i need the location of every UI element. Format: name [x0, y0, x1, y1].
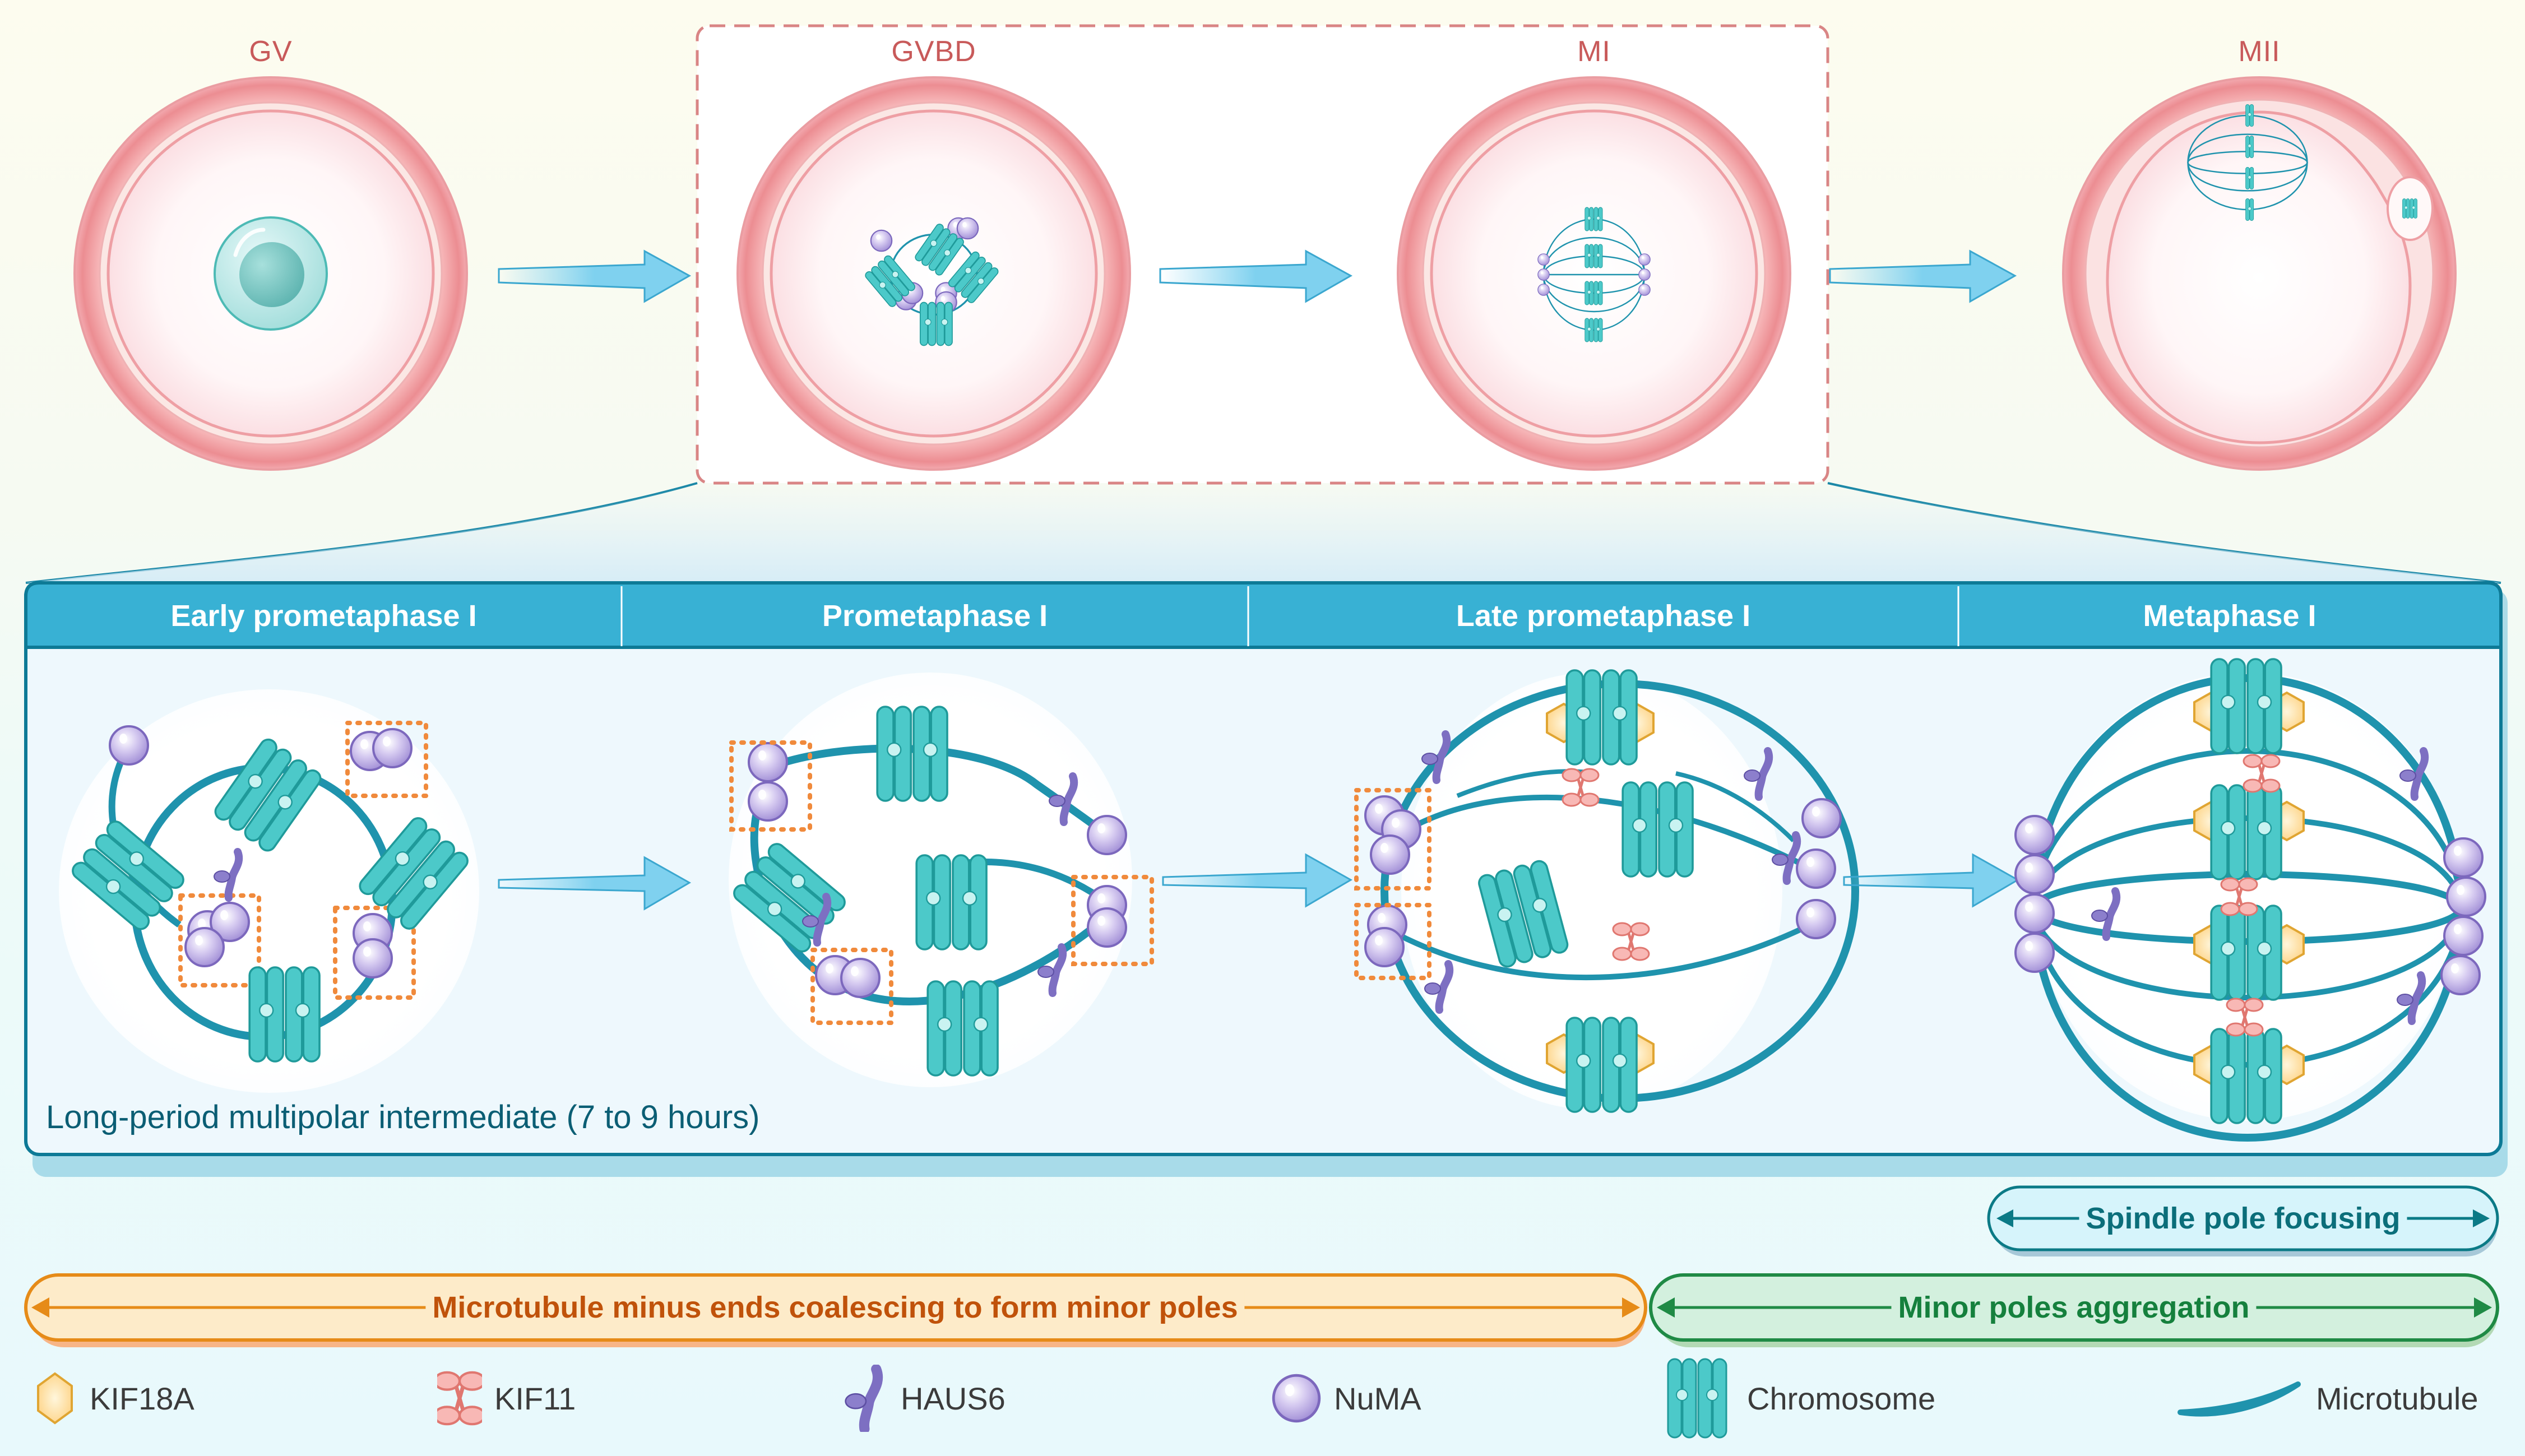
legend-label-microtubule: Microtubule: [2316, 1380, 2478, 1416]
phase-header-late-prometaphase: Late prometaphase I: [1456, 599, 1751, 633]
zoom-connector-right: [1827, 482, 2501, 584]
microtubule-icon: [2177, 1381, 2301, 1417]
multipolar-caption: Long-period multipolar intermediate (7 t…: [46, 1099, 760, 1135]
legend-label-kif11: KIF11: [494, 1380, 576, 1416]
minus-ends-label: Microtubule minus ends coalescing to for…: [425, 1290, 1245, 1325]
legend-item-kif11: KIF11: [437, 1367, 576, 1429]
legend-label-numa: NuMA: [1334, 1380, 1421, 1416]
arrow-phase-1-to-2: [498, 856, 692, 911]
stage-label-mii: MII: [2238, 35, 2281, 68]
metaphase-diagram: [2014, 659, 2486, 1142]
arrow-gvbd-to-mi: [1159, 249, 1353, 303]
chromosome-icon: [1662, 1356, 1735, 1440]
legend-item-chromosome: Chromosome: [1662, 1367, 1935, 1429]
late-prometaphase-diagram: [1354, 670, 1859, 1112]
early-prometaphase-diagram: [59, 689, 479, 1093]
arrow-phase-3-to-4: [1843, 853, 2020, 908]
arrow-phase-2-to-3: [1162, 853, 1353, 908]
arrow-gv-to-gvbd: [498, 249, 692, 303]
legend-label-haus6: HAUS6: [901, 1380, 1006, 1416]
phase-header-metaphase: Metaphase I: [2143, 599, 2316, 633]
stage-label-gvbd: GVBD: [891, 35, 976, 68]
nucleolus-icon: [239, 242, 304, 307]
gvbd-oocyte: [736, 76, 1131, 471]
legend-label-chromosome: Chromosome: [1747, 1380, 1936, 1416]
phase-header-early-prometaphase: Early prometaphase I: [170, 599, 477, 633]
gv-oocyte: [73, 76, 468, 471]
haus6-protein-icon: [844, 1365, 888, 1432]
numa-sphere-icon: [1271, 1373, 1322, 1423]
arrow-mi-to-mii: [1829, 249, 2017, 303]
stage-label-gv: GV: [249, 35, 293, 68]
kif18a-hexagon-icon: [37, 1372, 73, 1425]
kif11-motor-icon: [437, 1367, 482, 1429]
spindle-focusing-label: Spindle pole focusing: [2079, 1201, 2407, 1236]
mi-oocyte: [1397, 76, 1791, 471]
phase-header-prometaphase: Prometaphase I: [822, 599, 1048, 633]
aggregation-label: Minor poles aggregation: [1891, 1290, 2257, 1325]
prometaphase-diagram: [729, 673, 1154, 1087]
legend-item-numa: NuMA: [1271, 1367, 1421, 1429]
legend-item-haus6: HAUS6: [844, 1367, 1006, 1429]
phase-header-bar: [24, 581, 2503, 649]
legend-item-microtubule: Microtubule: [2175, 1367, 2478, 1429]
stage-label-mi: MI: [1577, 35, 1611, 68]
mii-oocyte: [2062, 76, 2457, 471]
legend-label-kif18a: KIF18A: [90, 1380, 194, 1416]
legend-item-kif18a: KIF18A: [33, 1367, 194, 1429]
